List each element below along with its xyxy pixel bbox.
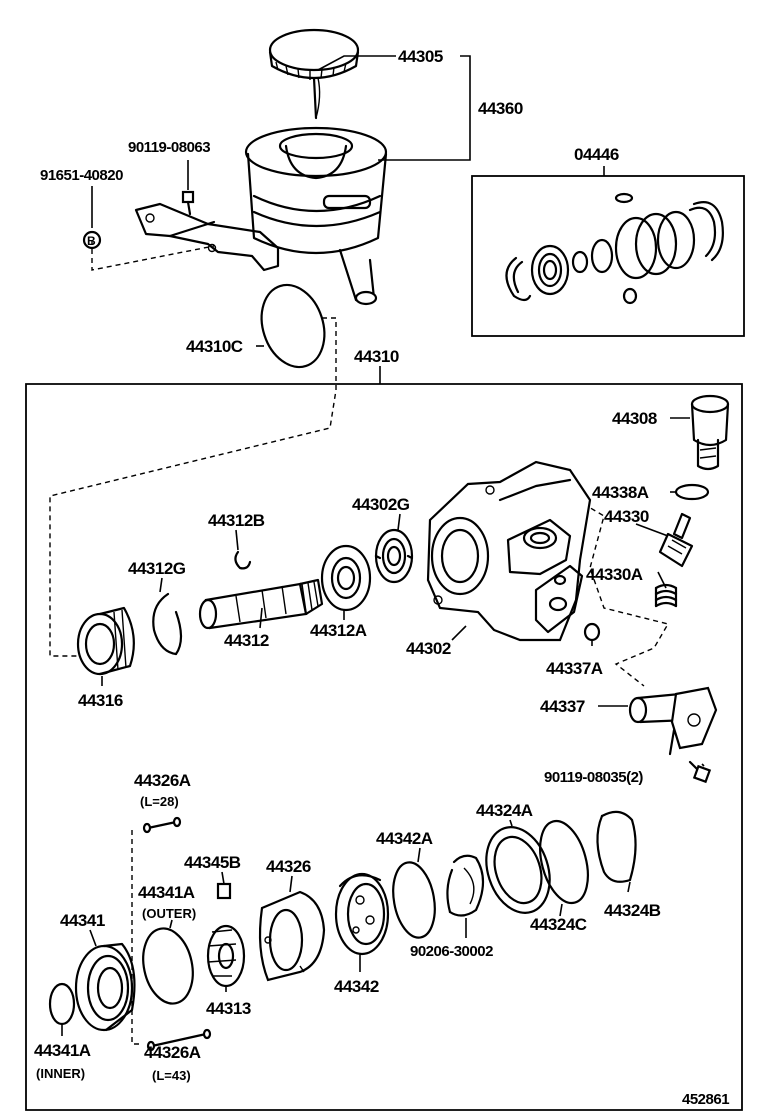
label-44326: 44326 — [266, 857, 311, 876]
label-44312B: 44312B — [208, 511, 265, 530]
label-44360: 44360 — [478, 99, 523, 118]
kit-04446-parts — [505, 192, 724, 305]
pin-44326A-long — [146, 1028, 212, 1052]
oring-44337A — [583, 622, 601, 642]
snap-ring-90206-30002 — [446, 854, 485, 917]
label-90119-08035: 90119-08035(2) — [544, 769, 643, 786]
connector-44308 — [690, 394, 730, 471]
bolt-90119-08035 — [688, 760, 712, 784]
label-44324A: 44324A — [476, 801, 533, 820]
label-44324B: 44324B — [604, 901, 661, 920]
label-44308: 44308 — [612, 409, 657, 428]
bolt-90119-08063 — [181, 190, 195, 216]
pump-housing-44302 — [426, 460, 592, 642]
cover-44341 — [74, 942, 136, 1032]
marker-b: B — [87, 234, 96, 248]
label-44341A-outer: 44341A — [138, 883, 195, 902]
reservoir-bracket — [134, 202, 280, 272]
label-44337A: 44337A — [546, 659, 603, 678]
label-44316: 44316 — [78, 691, 123, 710]
label-04446: 04446 — [574, 145, 619, 164]
label-44341A-inner-note: (INNER) — [36, 1066, 85, 1081]
shaft-44312 — [198, 578, 324, 630]
label-44302G: 44302G — [352, 495, 410, 514]
label-44345B: 44345B — [184, 853, 241, 872]
cam-ring-44326 — [258, 890, 326, 982]
bearing-44302G — [374, 528, 414, 584]
label-44326A-top-length: (L=28) — [140, 794, 179, 809]
label-44342A: 44342A — [376, 829, 433, 848]
oring-44338A — [674, 483, 710, 501]
label-44326A-top: 44326A — [134, 771, 191, 790]
label-44338A: 44338A — [592, 483, 649, 502]
label-44341A-inner: 44341A — [34, 1041, 91, 1060]
label-44330: 44330 — [604, 507, 649, 526]
vane-44345B — [216, 882, 232, 900]
figure-id: 452861 — [682, 1091, 729, 1108]
kit-box-04446 — [471, 175, 745, 337]
reservoir-tank-44360 — [244, 126, 388, 306]
label-44310: 44310 — [354, 347, 399, 366]
oring-44324C — [539, 819, 589, 905]
snap-ring-44312B — [234, 550, 252, 570]
label-44326A-bottom-length: (L=43) — [152, 1068, 191, 1083]
label-44326A-bottom: 44326A — [144, 1043, 201, 1062]
spring-44330A — [654, 583, 678, 608]
label-44312A: 44312A — [310, 621, 367, 640]
assembly-box-44310 — [25, 383, 743, 1111]
oring-44342A — [392, 861, 436, 939]
oring-44341A-inner — [48, 982, 76, 1026]
seal-ring-44324A — [485, 826, 551, 914]
label-90206-30002: 90206-30002 — [410, 943, 493, 960]
label-44341: 44341 — [60, 911, 105, 930]
reservoir-cap-44305 — [268, 28, 360, 120]
bearing-44316 — [76, 606, 135, 676]
label-44342: 44342 — [334, 977, 379, 996]
label-91651-40820: 91651-40820 — [40, 167, 123, 184]
label-44330A: 44330A — [586, 565, 643, 584]
bearing-44312A — [320, 544, 372, 612]
label-44313: 44313 — [206, 999, 251, 1018]
snap-ring-44312G — [152, 592, 183, 656]
oring-44341A-outer — [142, 927, 194, 1005]
valve-44330 — [658, 512, 694, 568]
marker-b-circle — [82, 230, 102, 250]
pin-44326A-short — [142, 816, 182, 834]
pressure-plate-44342 — [334, 872, 390, 956]
label-90119-08063: 90119-08063 — [128, 139, 210, 156]
label-44312: 44312 — [224, 631, 269, 650]
leader-lines — [61, 55, 705, 1036]
dashed-leaders — [49, 240, 670, 1045]
callout-labels: 44305 44360 90119-08063 91651-40820 B 04… — [34, 47, 730, 1108]
snap-ring-44324B — [596, 810, 637, 883]
label-44302: 44302 — [406, 639, 451, 658]
label-44324C: 44324C — [530, 915, 587, 934]
label-44341A-outer-note: (OUTER) — [142, 906, 196, 921]
reservoir-gasket-44310C — [260, 283, 326, 369]
rotor-44313 — [206, 924, 246, 988]
union-fitting-44337 — [628, 686, 718, 756]
label-44312G: 44312G — [128, 559, 186, 578]
label-44305: 44305 — [398, 47, 443, 66]
label-44310C: 44310C — [186, 337, 243, 356]
label-44337: 44337 — [540, 697, 585, 716]
